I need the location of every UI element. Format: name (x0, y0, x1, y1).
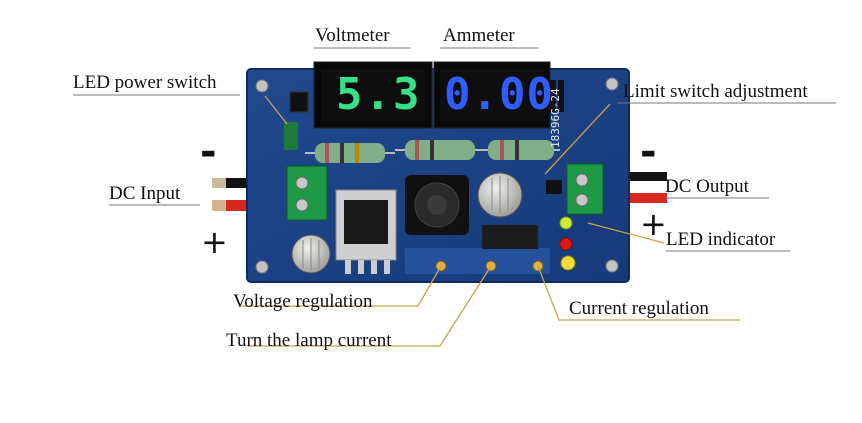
regulator-ic (335, 189, 397, 274)
ammeter-display (433, 61, 551, 129)
label-voltage-regulation: Voltage regulation (233, 291, 373, 312)
output-minus-sign: - (640, 129, 657, 175)
output-terminal-block (566, 163, 604, 215)
leader-lines (241, 95, 740, 347)
label-underlines (73, 47, 836, 252)
mounting-holes (255, 77, 619, 274)
board-model-text: 18396G-24 (549, 88, 562, 148)
label-led-indicator: LED indicator (666, 229, 776, 250)
switch-jumper (284, 122, 298, 150)
label-limit-switch-adjustment: Limit switch adjustment (623, 81, 808, 102)
label-dc-output: DC Output (665, 176, 749, 197)
label-current-regulation: Current regulation (569, 298, 709, 319)
terminal-block-icon (286, 165, 328, 221)
resistor-icon (305, 140, 560, 163)
input-plus-sign: + (201, 223, 228, 261)
label-led-power-switch: LED power switch (73, 72, 217, 93)
pcb-pot-area (405, 248, 550, 274)
ammeter-value: 0.00 (444, 69, 554, 120)
limit-switch (546, 180, 562, 194)
label-dc-input: DC Input (109, 183, 181, 204)
output-wires (597, 172, 667, 203)
label-turn-lamp-current: Turn the lamp current (226, 330, 392, 351)
voltmeter-value: 5.3 (336, 69, 422, 120)
header-pins (548, 80, 564, 112)
led-icon (559, 216, 576, 271)
label-voltmeter: Voltmeter (315, 25, 390, 46)
control-ic (482, 225, 538, 249)
capacitor-icon (291, 172, 523, 274)
input-minus-sign: - (200, 129, 217, 175)
voltmeter-display (313, 61, 433, 129)
label-ammeter: Ammeter (443, 25, 515, 46)
inductor-icon (405, 175, 469, 235)
output-plus-sign: + (640, 205, 667, 243)
led-power-switch (289, 91, 309, 113)
